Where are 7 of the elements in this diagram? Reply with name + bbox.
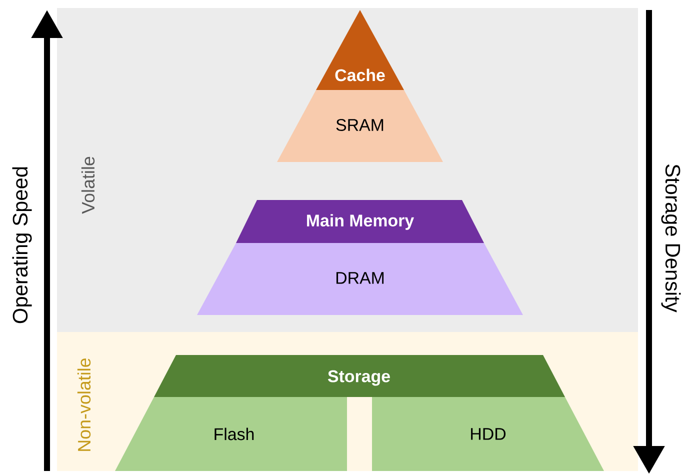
pyramid-layer: DRAM	[197, 242, 523, 315]
pyramid-layer: Storage	[154, 354, 565, 397]
axis-label: Operating Speed	[12, 167, 32, 324]
pyramid-tip: Cache	[316, 10, 404, 90]
pyramid-block: HDD	[372, 396, 604, 471]
pyramid-layer: SRAM	[277, 90, 443, 162]
axis-label: Storage Density	[661, 164, 681, 312]
